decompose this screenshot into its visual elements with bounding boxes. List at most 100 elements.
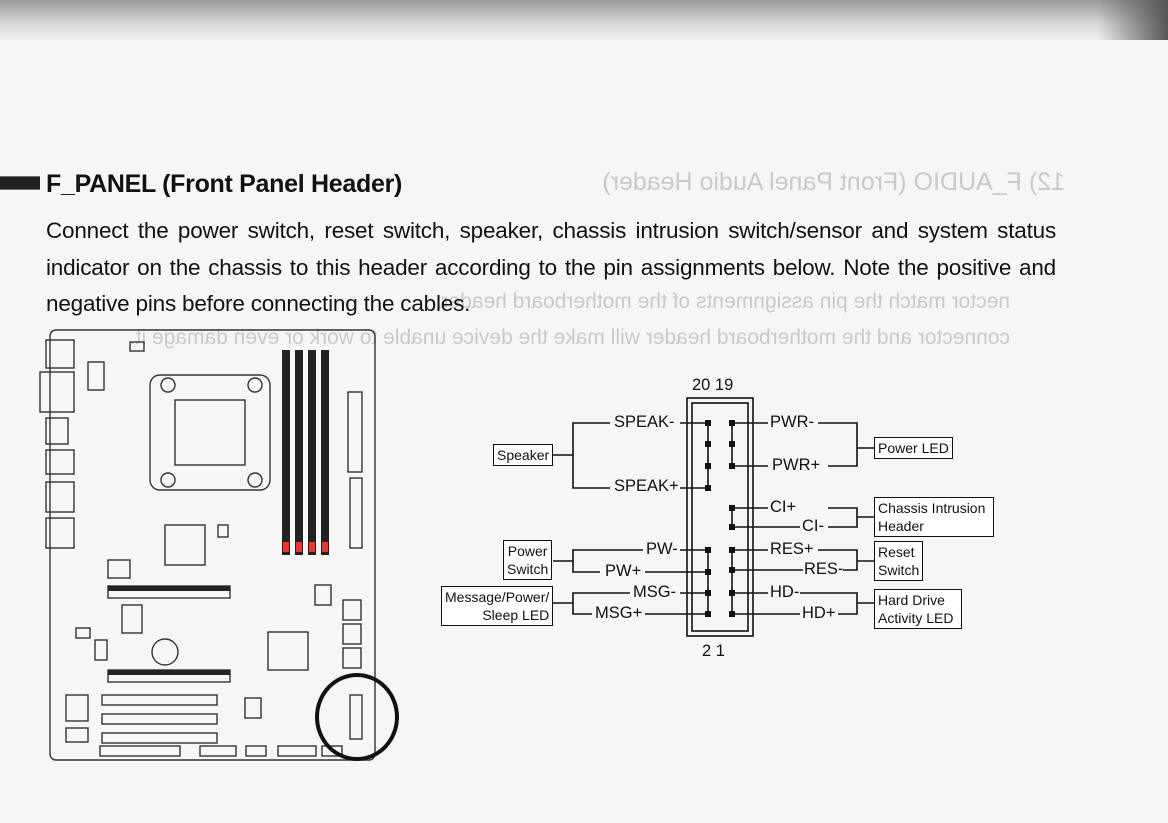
hdd-led-label-line2: Activity LED [878,610,954,626]
cpu-socket [149,374,271,491]
hdd-led-label-line1: Hard Drive [878,592,945,608]
small-component [75,627,91,639]
mounting-hole [160,377,176,393]
rear-io-port [45,417,69,445]
pin-ci-minus: CI- [802,517,824,535]
reset-switch-label-box: Reset Switch [874,541,924,581]
scan-edge-shadow [0,0,1168,40]
dimm-latch [283,542,289,552]
power-switch-label-box: Power Switch [503,540,553,580]
pin-pw-plus: PW+ [605,562,642,580]
pin-pwr-plus: PWR+ [772,456,821,474]
small-component [129,341,145,352]
chassis-intrusion-label-line1: Chassis Intrusion [878,500,986,516]
speaker-label-box: Speaker [493,444,554,466]
power-switch-label-line1: Power [507,543,548,559]
power-switch-label-line2: Switch [507,561,549,577]
small-component [217,524,229,538]
small-component [65,727,89,743]
pci-slot [101,694,218,706]
pin-pw-minus: PW- [646,540,678,558]
bottom-header [321,745,343,757]
speaker-bracket [572,422,610,489]
small-component [107,559,131,579]
section-bullet-marker [0,176,40,190]
pci-slot [101,732,218,744]
section-body: Connect the power switch, reset switch, … [46,218,1056,316]
pin-res-plus: RES+ [770,540,814,558]
chip [244,697,262,719]
chassis-bracket [828,507,858,528]
board-outline [49,329,376,761]
dimm-slot [308,350,316,555]
bottom-header [277,745,317,757]
bottom-header [99,745,181,757]
chassis-intrusion-label-box: Chassis Intrusion Header [874,497,994,537]
dimm-slot [295,350,303,555]
pci-slot [101,713,218,725]
reset-switch-label-line2: Switch [878,562,920,578]
message-led-label-line2: Sleep LED [482,607,550,623]
chip [314,584,332,606]
chipset [164,524,206,566]
pin-pwr-minus: PWR- [770,413,814,431]
power-led-label-box: Power LED [874,437,953,459]
pin-res-minus: RES- [804,560,844,578]
bottom-header [245,745,267,757]
mounting-hole [247,472,263,488]
small-component [65,694,89,722]
power-led-bracket [818,422,858,467]
rear-io-port [39,371,75,413]
mounting-hole [160,472,176,488]
small-component [87,361,105,391]
pin-ci-plus: CI+ [770,498,797,516]
hdd-led-label-box: Hard Drive Activity LED [874,589,962,629]
pin-msg-minus: MSG- [633,583,677,601]
bottom-header [199,745,237,757]
message-led-label-box: Message/Power/ Sleep LED [441,586,554,626]
atx-power-connector [347,391,363,473]
pin-numbers-top: 20 19 [692,376,734,394]
pin-hd-plus: HD+ [802,604,836,622]
dimm-slot [321,350,329,555]
small-component [94,639,108,661]
mounting-hole [247,377,263,393]
dimm-slot [282,350,290,555]
chipset [267,631,309,671]
sata-port [342,647,362,669]
battery [151,638,179,666]
pin-msg-plus: MSG+ [595,604,643,622]
small-component [121,604,143,634]
speaker-label: Speaker [497,447,550,463]
rear-io-port [45,339,75,369]
rear-io-port [45,449,75,475]
rear-io-port [45,481,75,513]
f-panel-connector [349,694,363,740]
reset-switch-label-line1: Reset [878,544,915,560]
header-inner-frame [691,402,749,632]
cpu-socket-core [174,399,246,466]
pin-speak-minus: SPEAK- [614,413,675,431]
dimm-latch [309,542,315,552]
ide-connector [349,477,363,549]
dimm-latch [296,542,302,552]
pin-hd-minus: HD- [770,583,800,601]
message-led-label-line1: Message/Power/ [445,589,550,605]
power-led-label: Power LED [878,440,949,456]
rear-io-port [45,517,75,549]
dimm-latch [322,542,328,552]
scan-corner-shadow [1098,0,1168,40]
pci-e-slot-fill [108,586,230,591]
chassis-intrusion-label-line2: Header [878,518,924,534]
header-outer-frame [686,397,754,637]
pin-speak-plus: SPEAK+ [614,477,679,495]
reset-bracket [818,549,858,571]
pin-lead-speak [680,422,709,490]
section-title: F_PANEL (Front Panel Header) [46,170,403,198]
sata-port [342,623,362,645]
pci-e-slot-fill [108,670,230,675]
sata-port [342,599,362,621]
pin-numbers-bottom: 2 1 [702,642,725,660]
f-panel-location-highlight [315,673,399,761]
